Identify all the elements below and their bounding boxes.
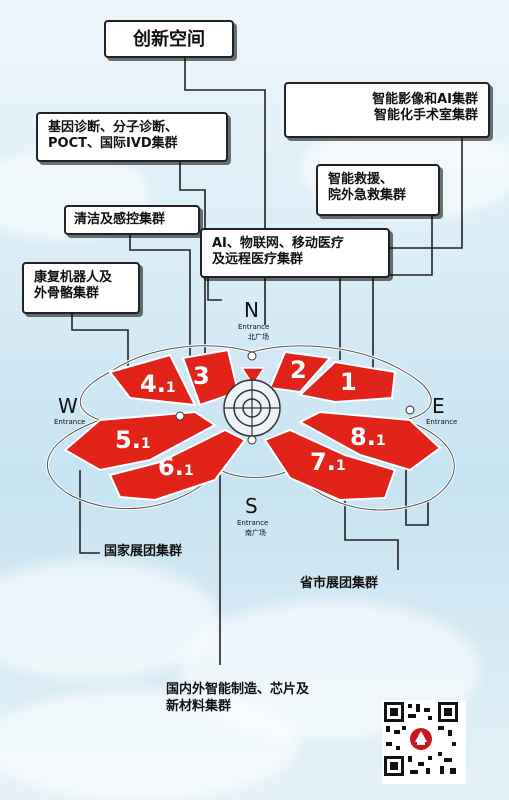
callout-imaging-ai: 智能影像和AI集群 智能化手术室集群 [284, 82, 490, 138]
hall-2[interactable]: 2 [268, 350, 332, 394]
hall-label-6-1: 6.1 [158, 453, 194, 481]
hall-6-1[interactable]: 6.1 [108, 428, 247, 502]
label-national-group: 国家展团集群 [104, 544, 183, 559]
callout-rehab: 康复机器人及 外骨骼集群 [22, 262, 140, 314]
hall-8-1[interactable]: 8.1 [297, 410, 442, 472]
callout-gene-diagnosis: 基因诊断、分子诊断、 POCT、国际IVD集群 [36, 112, 228, 162]
hall-7-1[interactable]: 7.1 [263, 428, 397, 502]
connector-lines [71, 55, 463, 665]
entrance-dot [175, 411, 185, 421]
north-gate [240, 367, 266, 387]
svg-text:Entrance: Entrance [237, 519, 268, 527]
central-hub [223, 379, 281, 437]
venue-outline-dark [47, 345, 455, 511]
entrance-dot [247, 435, 257, 445]
entrance-dot [405, 405, 415, 415]
svg-text:Entrance: Entrance [426, 418, 457, 426]
cloud [0, 690, 300, 800]
svg-text:N: N [244, 298, 259, 322]
callout-cleaning: 清洁及感控集群 [64, 205, 200, 235]
svg-text:南广场: 南广场 [245, 528, 266, 537]
svg-text:Entrance: Entrance [238, 323, 269, 331]
callout-ai-iot: AI、物联网、移动医疗 及远程医疗集群 [200, 228, 390, 278]
callout-rescue: 智能救援、 院外急救集群 [316, 164, 440, 216]
hall-1[interactable]: 1 [297, 360, 397, 404]
west-entrance-label: W Entrance [54, 394, 85, 426]
label-manufacturing: 国内外智能制造、芯片及 新材料集群 [166, 682, 310, 714]
hall-4-1[interactable]: 4.1 [108, 353, 197, 407]
hall-label-1: 1 [340, 368, 357, 396]
hall-label-3: 3 [193, 362, 210, 390]
hall-5-1[interactable]: 5.1 [63, 410, 217, 472]
callout-innovation-space: 创新空间 [104, 20, 234, 58]
east-entrance-label: E Entrance [426, 394, 457, 426]
entrance-dot [247, 351, 257, 361]
hall-label-4-1: 4.1 [140, 370, 176, 398]
south-entrance-label: S Entrance 南广场 [237, 494, 268, 537]
hall-label-7-1: 7.1 [310, 448, 346, 476]
qr-code[interactable] [382, 700, 466, 784]
label-provincial-group: 省市展团集群 [300, 576, 379, 591]
svg-text:E: E [432, 394, 445, 418]
hall-label-5-1: 5.1 [115, 426, 151, 454]
svg-text:S: S [245, 494, 258, 518]
hall-label-2: 2 [290, 356, 307, 384]
svg-text:Entrance: Entrance [54, 418, 85, 426]
north-entrance-label: N Entrance 北广场 [238, 298, 269, 341]
hall-label-8-1: 8.1 [350, 423, 386, 451]
qr-code-image [382, 700, 460, 778]
svg-text:北广场: 北广场 [248, 332, 269, 341]
svg-text:W: W [58, 394, 78, 418]
